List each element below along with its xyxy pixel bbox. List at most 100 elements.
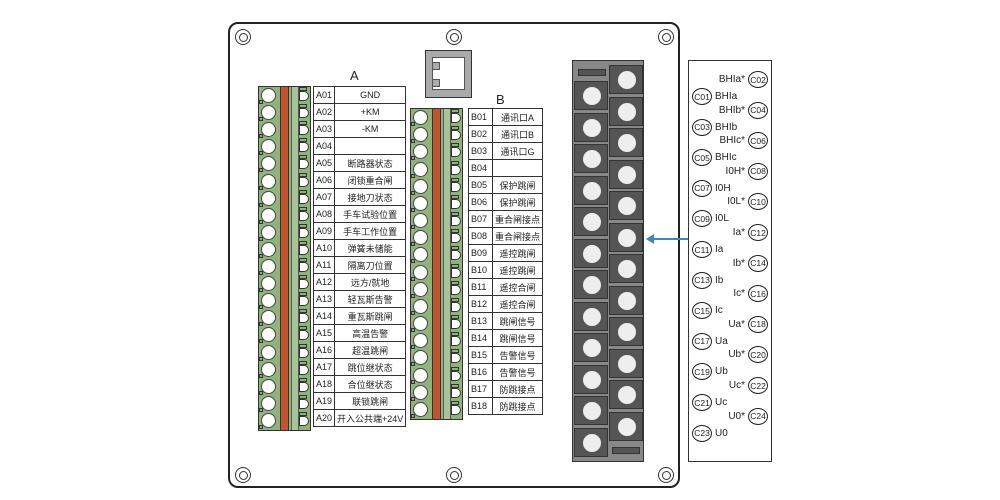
screw-hole-icon [413,178,428,194]
connector-terminal-c18 [609,317,643,346]
rj45-port-icon [425,50,472,98]
terminal-latch-bar [432,109,441,419]
terminal-marker [259,168,263,173]
terminal-code: B07 [468,210,493,228]
terminal-code: B06 [468,193,493,211]
pin-number: C02 [748,71,768,88]
terminal-marker [451,194,459,199]
terminal-marker [451,177,459,182]
terminal-marker [299,360,307,365]
terminal-marker [451,229,459,234]
mounting-screw-icon [658,467,674,483]
terminal-marker [451,315,459,319]
terminal-marker [411,328,415,332]
terminal-marker [451,332,459,337]
terminal-code: A07 [312,188,336,206]
terminal-code: A18 [312,375,336,393]
pin-number: C16 [748,285,768,303]
terminal-marker [451,297,459,302]
wire-entry-icon [299,244,309,255]
wire-entry-icon [299,262,309,272]
terminal-marker [259,134,263,139]
terminal-description: 隔离刀位置 [334,256,407,274]
terminal-code: A03 [312,120,336,138]
screw-hole-icon [261,139,276,155]
wire-entry-icon [299,142,309,153]
terminal-code: A16 [312,341,336,359]
terminal-code: A08 [312,205,336,223]
wire-entry-icon [299,364,309,375]
terminal-marker [451,126,459,131]
screw-hole-icon [413,401,428,417]
terminal-marker [411,173,415,178]
terminal-marker [411,396,415,401]
pin-c22: Uc*C22 [729,377,768,394]
screw-hole-icon [583,150,601,168]
terminal-description: 保护跳闸 [491,176,544,194]
pin-label: Ua* [728,318,745,330]
terminal-marker [299,394,307,399]
screw-hole-icon [413,110,428,125]
terminal-code: A19 [312,392,336,410]
connector-terminal-c01 [574,81,608,110]
connector-terminal-c13 [574,270,608,299]
terminal-code: A10 [312,239,336,257]
terminal-screw [411,143,462,161]
screw-hole-icon [583,181,601,200]
wire-entry-icon [299,125,309,136]
terminal-marker [411,362,415,367]
screw-hole-icon [261,259,276,274]
terminal-marker [259,356,263,361]
terminal-code: B10 [468,261,493,279]
screw-hole-icon [413,367,428,383]
terminal-marker [299,240,307,245]
wire-entry-icon [451,233,461,244]
pin-c12: Ia*C12 [733,224,768,241]
terminal-screw [411,332,462,350]
terminal-divider [443,109,451,419]
wire-entry-icon [299,415,309,426]
terminal-description: 轻瓦斯告警 [334,290,407,308]
wire-entry-icon [451,336,461,347]
terminal-code: B15 [468,346,493,364]
screw-hole-icon [261,122,276,138]
screw-hole-icon [583,370,601,389]
pin-label: I0H* [725,165,745,177]
terminal-code: B09 [468,244,493,262]
terminal-code: A11 [312,256,336,274]
terminal-marker [451,160,459,165]
wire-entry-icon [451,198,461,209]
pin-label: U0* [728,410,745,422]
pin-c16: Ic*C16 [733,285,768,303]
terminal-screw [411,297,462,315]
terminal-screw [411,126,462,144]
wire-entry-icon [451,164,461,175]
terminal-screw [259,292,310,310]
wire-entry-icon [299,313,309,324]
terminal-description: 告警信号 [491,346,544,364]
screw-hole-icon [583,433,601,452]
pin-label: BHIa* [718,74,745,85]
connector-terminal-c05 [574,144,608,173]
terminal-row: A04 [312,137,407,155]
connector-terminal-c08 [609,159,643,189]
terminal-description: 跳闸信号 [491,329,544,347]
terminal-marker [411,122,415,126]
pin-number: C18 [748,315,768,333]
terminal-screw [259,206,310,224]
terminal-screw [259,275,310,293]
wire-entry-icon [451,113,461,123]
screw-hole-icon [413,298,428,314]
screw-hole-icon [261,88,276,103]
terminal-code: B01 [468,108,493,126]
